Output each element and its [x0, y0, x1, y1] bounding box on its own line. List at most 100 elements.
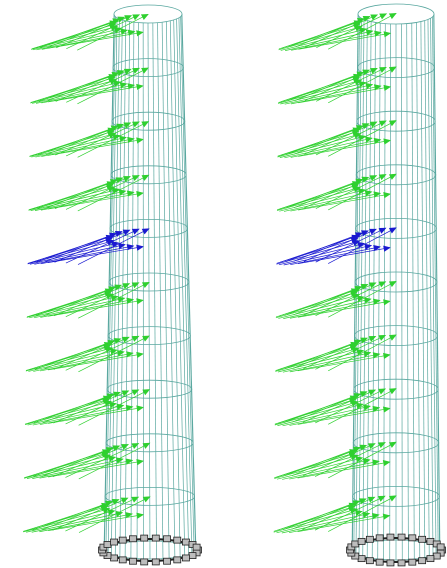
tower-level-ring	[357, 3, 435, 25]
load-arrow-head	[131, 443, 140, 450]
load-arrow-head	[372, 459, 380, 466]
load-arrow-head	[122, 229, 131, 236]
load-arrow-shaft	[65, 389, 139, 425]
load-arrow-shaft	[279, 189, 365, 212]
load-arrow-head	[113, 338, 122, 345]
load-arrow-shaft	[328, 227, 397, 264]
base-support-block	[118, 536, 127, 544]
load-arrows	[275, 280, 397, 319]
load-arrow-shaft	[43, 338, 121, 370]
tower-level-ring	[354, 271, 438, 293]
load-arrow-head	[362, 511, 371, 518]
load-arrow-shaft	[35, 137, 127, 158]
load-arrow-shaft	[39, 406, 133, 425]
load-arrow-head	[362, 69, 371, 76]
load-arrow-shaft	[36, 233, 117, 263]
load-arrow-head	[355, 456, 364, 463]
tower-level-ring	[352, 485, 440, 507]
load-arrow-shaft	[44, 231, 123, 263]
load-arrow-shaft	[26, 510, 115, 533]
load-arrow-shaft	[53, 390, 129, 424]
load-arrows	[25, 335, 151, 373]
load-arrow-shaft	[66, 14, 140, 50]
load-arrow-head	[111, 498, 120, 505]
load-arrows	[26, 281, 150, 319]
highlighted-load-arrows	[27, 228, 150, 265]
load-arrows	[274, 441, 397, 480]
load-arrows	[24, 389, 151, 426]
load-arrow-head	[370, 14, 379, 21]
load-arrow-shaft	[278, 296, 364, 319]
load-arrow-head	[388, 441, 397, 448]
load-arrow-shaft	[302, 443, 376, 477]
load-arrow-head	[123, 122, 132, 129]
load-arrow-head	[136, 298, 144, 305]
load-arrow-head	[136, 30, 144, 37]
tower-level-ring	[352, 432, 440, 454]
load-arrow-head	[382, 460, 391, 467]
load-arrow-head	[125, 512, 133, 519]
load-arrow-head	[361, 123, 370, 129]
load-arrow-shaft	[32, 458, 123, 479]
load-arrow-shaft	[65, 335, 139, 371]
load-arrow-head	[378, 174, 387, 181]
load-arrow-head	[127, 136, 135, 144]
load-arrow-head	[362, 458, 371, 465]
load-arrow-head	[360, 283, 369, 290]
load-arrow-head	[125, 458, 134, 465]
load-arrow-head	[368, 389, 377, 396]
load-arrow-shaft	[277, 133, 361, 158]
load-arrow-head	[369, 228, 377, 235]
load-arrow-shaft	[280, 82, 366, 105]
load-arrow-head	[122, 283, 131, 290]
load-arrow-shaft	[33, 447, 114, 477]
load-arrow-shaft	[33, 394, 114, 424]
base-support-block	[103, 541, 112, 548]
load-arrow-shaft	[290, 192, 381, 212]
load-arrow-shaft	[53, 336, 130, 370]
load-arrow-shaft	[297, 247, 391, 264]
base-support-block	[110, 554, 118, 562]
load-arrow-shaft	[275, 294, 360, 319]
load-arrow-shaft	[291, 444, 367, 477]
load-arrow-head	[126, 297, 135, 304]
load-arrow-head	[359, 391, 368, 397]
load-arrow-shaft	[34, 340, 115, 370]
load-arrow-shaft	[293, 176, 369, 209]
base-support-block	[397, 533, 406, 541]
load-arrows	[278, 12, 397, 51]
base-support-block	[397, 559, 406, 567]
load-arrows	[274, 388, 397, 427]
load-arrow-shaft	[38, 126, 118, 156]
load-arrows	[28, 174, 150, 212]
load-arrow-head	[136, 137, 144, 144]
load-arrow-shaft	[315, 335, 386, 370]
tapered-tower-panel	[23, 4, 202, 566]
load-arrow-shaft	[46, 70, 124, 102]
load-arrow-shaft	[47, 299, 144, 317]
load-arrow-shaft	[287, 18, 365, 48]
load-arrows	[273, 495, 397, 534]
load-arrow-head	[379, 13, 388, 20]
load-arrow-shaft	[328, 495, 397, 532]
load-arrow-shaft	[33, 351, 125, 372]
base-support-block	[375, 558, 384, 566]
base-support-block	[173, 556, 182, 564]
load-arrow-shaft	[35, 286, 116, 317]
load-arrow-shaft	[42, 392, 121, 424]
load-arrow-shaft	[39, 513, 133, 533]
load-arrow-head	[118, 242, 126, 250]
load-arrow-head	[136, 191, 144, 198]
load-arrow-shaft	[284, 339, 362, 370]
load-arrow-shaft	[65, 121, 140, 157]
load-arrow-head	[120, 28, 129, 35]
load-arrow-shaft	[291, 498, 367, 530]
base-support-block	[418, 535, 427, 543]
tower-level-ring	[108, 272, 190, 292]
load-arrow-shaft	[304, 14, 378, 48]
load-arrow-shaft	[41, 445, 120, 477]
load-arrow-head	[388, 388, 397, 395]
load-arrow-head	[388, 334, 397, 341]
tower-level-ring	[112, 58, 184, 77]
tower-level-ring	[105, 433, 194, 453]
